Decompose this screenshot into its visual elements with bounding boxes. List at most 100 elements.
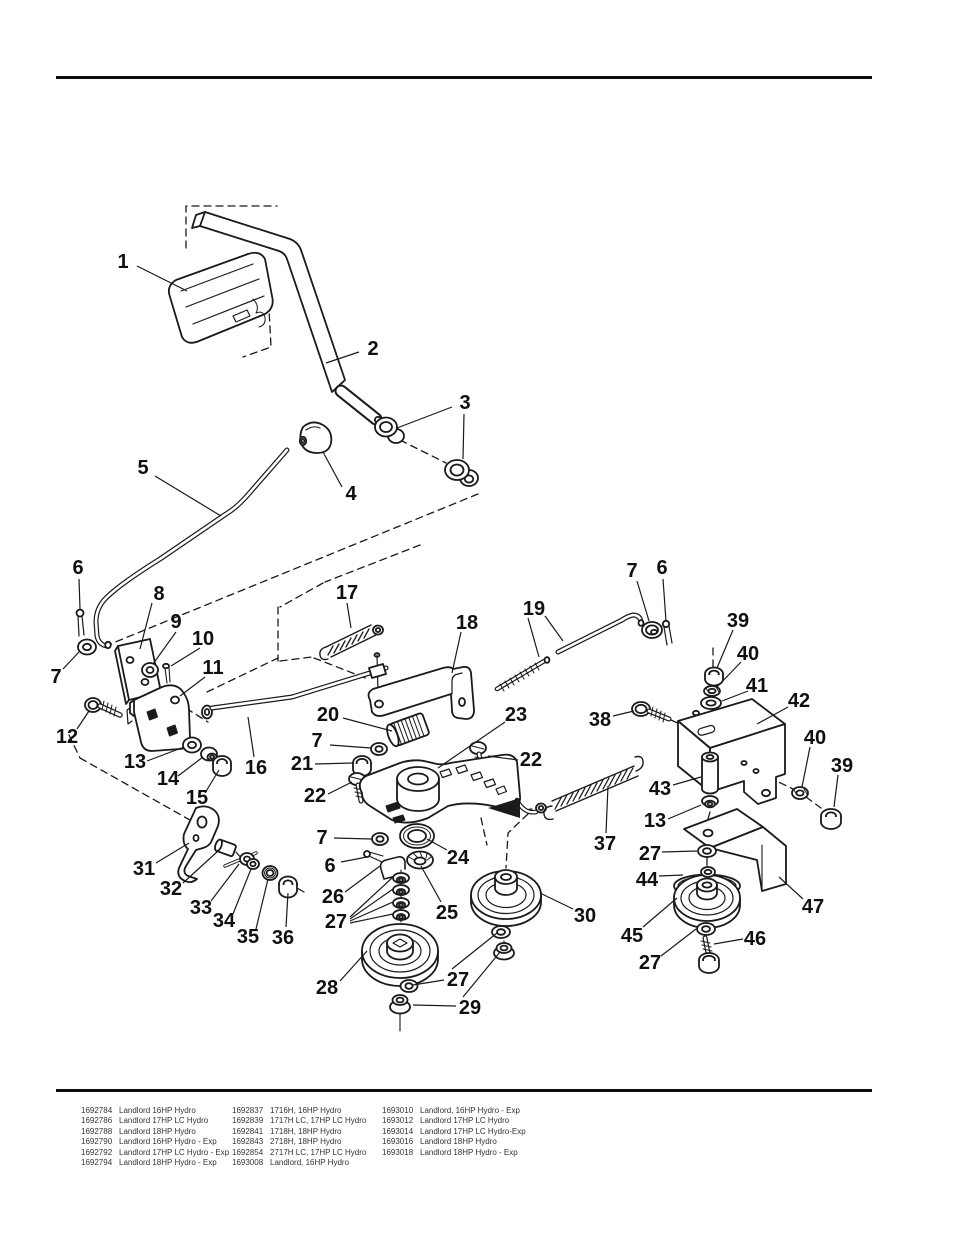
callout-7: 7	[316, 827, 327, 849]
strap-bracket	[367, 665, 475, 720]
leader-line	[155, 842, 190, 864]
callout-31: 31	[133, 858, 155, 880]
leader-line	[667, 804, 702, 820]
callout-5: 5	[137, 457, 148, 479]
callout-6: 6	[324, 855, 335, 877]
callout-44: 44	[636, 869, 659, 891]
callout-40: 40	[804, 727, 826, 749]
bottom-rule	[56, 1089, 872, 1092]
callout-35: 35	[237, 926, 259, 948]
part-number: 1692837	[232, 1106, 264, 1115]
leader-line	[778, 876, 804, 900]
leader-line	[170, 647, 201, 667]
callout-21: 21	[291, 753, 313, 775]
part-number: 1692854	[232, 1147, 264, 1157]
leader-line	[713, 938, 744, 945]
callout-47: 47	[802, 896, 824, 918]
callout-40: 40	[737, 643, 759, 665]
callout-10: 10	[192, 628, 214, 650]
leader-line	[660, 928, 697, 957]
part-description: Landlord 17HP LC Hydro	[119, 1116, 209, 1126]
part-description: 1716H, 16HP Hydro	[270, 1106, 342, 1115]
callout-26: 26	[322, 886, 344, 908]
part-description: Landlord 18HP Hydro	[119, 1126, 196, 1136]
leader-line	[62, 651, 80, 670]
callout-27: 27	[447, 969, 469, 991]
leader-line	[285, 892, 289, 928]
callout-12: 12	[56, 726, 78, 748]
callout-18: 18	[456, 612, 478, 634]
callout-6: 6	[656, 557, 667, 579]
leader-line	[642, 897, 678, 928]
part-description: Landlord 18HP Hydro - Exp	[420, 1147, 518, 1157]
part-number: 1692839	[232, 1116, 264, 1126]
callout-22: 22	[520, 749, 542, 771]
phantom-panel	[185, 205, 278, 249]
part-description: Landlord 17HP LC Hydro	[420, 1116, 510, 1126]
part-description: Landlord 18HP Hydro - Exp	[119, 1158, 217, 1168]
part-description: Landlord 18HP Hydro	[420, 1137, 497, 1147]
part-description: 2717H LC, 17HP LC Hydro	[270, 1147, 367, 1157]
callout-17: 17	[336, 582, 358, 604]
callout-23: 23	[505, 704, 527, 726]
callout-29: 29	[459, 997, 481, 1019]
callout-7: 7	[311, 730, 322, 752]
bolt-38	[631, 701, 672, 723]
leader-line	[527, 617, 540, 658]
leader-line	[204, 769, 220, 794]
leader-line	[154, 475, 222, 517]
callout-33: 33	[190, 897, 212, 919]
callout-41: 41	[746, 675, 768, 697]
pulley-45-column	[673, 844, 741, 974]
callout-3: 3	[459, 392, 470, 414]
leader-line	[182, 850, 219, 884]
callout-36: 36	[272, 927, 294, 949]
part-number: 1692841	[232, 1126, 264, 1136]
part-number: 1693008	[232, 1158, 264, 1168]
part-description: Landlord 17HP LC Hydro - Exp	[119, 1147, 230, 1157]
callout-39: 39	[831, 755, 853, 777]
knob	[298, 421, 333, 454]
cam-lever-cluster	[177, 805, 305, 899]
leader-line	[833, 774, 839, 808]
spring-37	[543, 755, 644, 821]
part-description: Landlord, 16HP Hydro	[270, 1158, 350, 1168]
callout-7: 7	[50, 666, 61, 688]
callout-22: 22	[304, 785, 326, 807]
callout-39: 39	[727, 610, 749, 632]
leader-line	[349, 913, 394, 924]
callout-layer: 1234567891011121314151617181920721222322…	[50, 251, 853, 1019]
callout-30: 30	[574, 905, 596, 927]
leader-line	[232, 868, 252, 915]
control-rod	[494, 612, 645, 692]
leader-line	[327, 781, 353, 795]
leader-line	[76, 710, 90, 730]
leader-line	[136, 265, 188, 292]
leader-line	[462, 951, 501, 998]
leader-line	[146, 746, 185, 762]
leader-line	[420, 865, 442, 903]
diagram-artwork	[68, 205, 842, 1032]
part-number: 1692784	[81, 1106, 113, 1115]
bracket-spacers	[701, 751, 842, 830]
parts-entry: 1692837 1716H, 16HP Hydro	[232, 1106, 366, 1116]
callout-16: 16	[245, 757, 267, 779]
rod-end-hardware	[641, 619, 673, 646]
leader-line	[322, 451, 343, 488]
part-number: 1693016	[382, 1137, 414, 1147]
leader-line	[426, 838, 448, 851]
leader-line	[612, 710, 635, 717]
part-number: 1692790	[81, 1137, 113, 1147]
